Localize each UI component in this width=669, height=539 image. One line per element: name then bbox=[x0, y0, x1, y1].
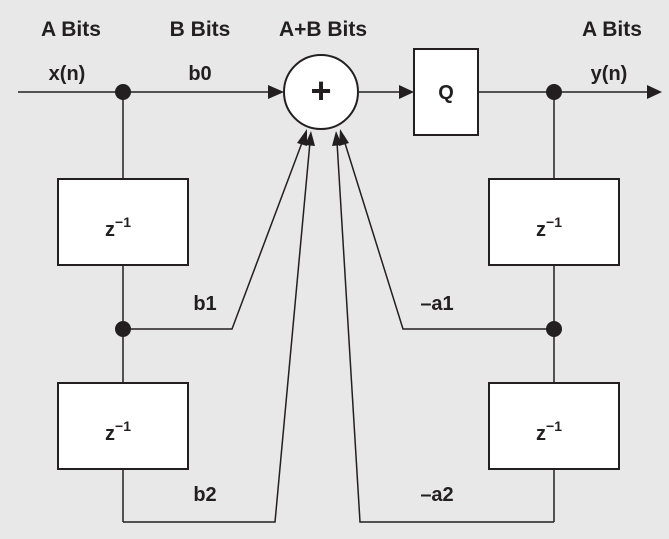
delay-block-b2 bbox=[57, 382, 189, 470]
arrowhead-a2 bbox=[332, 131, 342, 146]
arrowhead-output bbox=[647, 85, 662, 99]
b2-path bbox=[123, 141, 311, 523]
delay-label: z−1 bbox=[105, 214, 131, 241]
header-sum-bits: A+B Bits bbox=[279, 18, 367, 41]
coefficient-a1: –a1 bbox=[420, 293, 453, 315]
junction-dot bbox=[546, 321, 562, 337]
b1-path bbox=[123, 139, 304, 330]
arrowhead-a1 bbox=[339, 129, 349, 146]
arrowhead-quantizer bbox=[399, 85, 414, 99]
delay-block-a2 bbox=[488, 382, 620, 470]
quantizer-block bbox=[413, 48, 479, 136]
adder-plus-symbol: + bbox=[310, 70, 331, 111]
a1-path bbox=[343, 139, 554, 330]
arrowhead-b1 bbox=[297, 129, 307, 146]
header-coefficient-bits: B Bits bbox=[170, 18, 231, 41]
coefficient-b2: b2 bbox=[193, 484, 216, 506]
delay-block-b1 bbox=[57, 178, 189, 266]
header-output-bits: A Bits bbox=[582, 18, 642, 41]
junction-dot bbox=[115, 321, 131, 337]
arrowhead-b2 bbox=[305, 131, 315, 146]
adder-node bbox=[283, 54, 359, 130]
a2-path bbox=[336, 141, 554, 523]
coefficient-b1: b1 bbox=[193, 293, 216, 315]
junction-dot bbox=[115, 84, 131, 100]
input-signal-label: x(n) bbox=[49, 63, 86, 85]
header-input-bits: A Bits bbox=[41, 18, 101, 41]
junction-dot bbox=[546, 84, 562, 100]
coefficient-b0: b0 bbox=[188, 63, 211, 85]
coefficient-a2: –a2 bbox=[420, 484, 453, 506]
delay-label: z−1 bbox=[105, 418, 131, 445]
quantizer-label: Q bbox=[438, 82, 454, 104]
delay-label: z−1 bbox=[536, 214, 562, 241]
output-signal-label: y(n) bbox=[591, 63, 628, 85]
delay-label: z−1 bbox=[536, 418, 562, 445]
arrowhead-b0 bbox=[268, 85, 284, 99]
delay-block-a1 bbox=[488, 178, 620, 266]
